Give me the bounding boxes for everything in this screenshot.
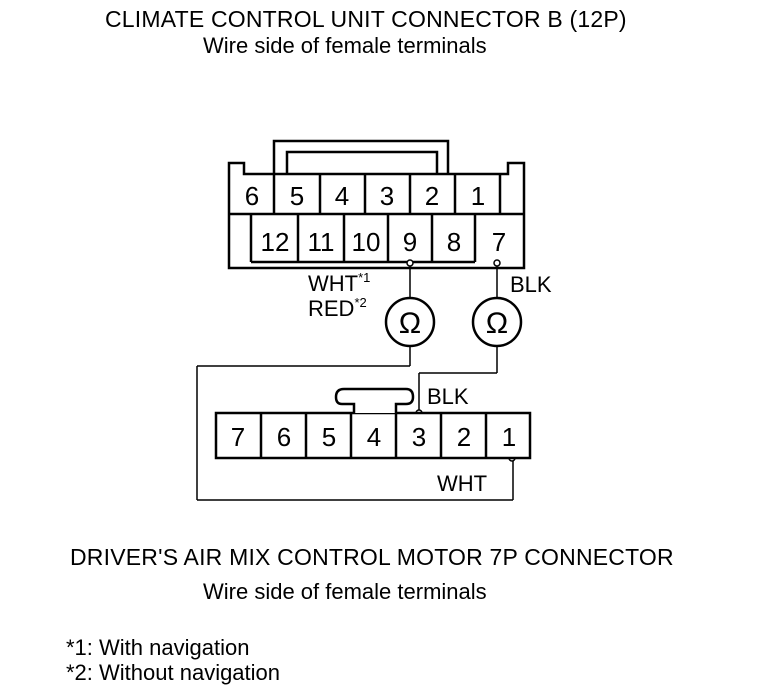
connector-12p-lock-inner	[285, 150, 439, 174]
pin-label: 2	[457, 422, 471, 452]
pin-label: 7	[231, 422, 245, 452]
connector-12p-top-pins: 6 5 4 3 2 1	[245, 181, 485, 211]
pin-label: 5	[322, 422, 336, 452]
pin-label: 7	[492, 227, 506, 257]
ohm-icon: Ω	[486, 307, 508, 340]
ohmmeter-pin7: Ω	[471, 296, 523, 348]
ohmmeter-pin9: Ω	[384, 296, 436, 348]
connector-7p-lock-tab	[334, 387, 415, 413]
wire-color: RED	[308, 296, 355, 321]
pin-label: 11	[308, 227, 335, 257]
pin-label: 12	[261, 227, 290, 257]
wire-label-blk-pin3: BLK	[427, 384, 469, 409]
ohmmeter-circle	[471, 296, 523, 348]
footnote-ref: *2	[354, 295, 367, 310]
connector-7p-pins: 7 6 5 4 3 2 1	[231, 422, 516, 452]
connector-7p-outline	[214, 411, 532, 460]
footnote-2: *2: Without navigation	[66, 660, 281, 685]
air-mix-motor-connector-7p: 7 6 5 4 3 2 1	[214, 387, 532, 460]
bottom-connector-subtitle: Wire side of female terminals	[203, 579, 487, 604]
top-connector-subtitle: Wire side of female terminals	[203, 33, 487, 58]
pin-label: 8	[447, 227, 461, 257]
pin-label: 3	[380, 181, 394, 211]
wire-pin9-terminal-dot	[406, 259, 414, 267]
ohm-icon: Ω	[399, 307, 421, 340]
wire-label-red-pin9: RED*2	[308, 295, 367, 321]
pin-label: 4	[367, 422, 381, 452]
wire-label-wht-pin1: WHT	[437, 471, 488, 496]
connector-12p-bottom-pins: 12 11 10 9 8 7	[261, 227, 507, 257]
pin-label: 3	[412, 422, 426, 452]
connector-7p-cell-dividers	[259, 413, 488, 458]
wire-label-wht-pin9: WHT*1	[308, 270, 371, 296]
pin-label: 4	[335, 181, 349, 211]
pin-label: 1	[502, 422, 516, 452]
wire-color: WHT	[308, 271, 359, 296]
pin-label: 2	[425, 181, 439, 211]
connector-12p-lock-tab	[272, 139, 450, 174]
pin-label: 1	[471, 181, 485, 211]
footnote-ref: *1	[358, 270, 371, 285]
pin-label: 6	[277, 422, 291, 452]
pin-label: 9	[403, 227, 417, 257]
connector-12p-cell-dividers	[249, 174, 502, 264]
pin-label: 5	[290, 181, 304, 211]
bottom-connector-title: DRIVER'S AIR MIX CONTROL MOTOR 7P CONNEC…	[70, 544, 674, 570]
connector-12p-outline	[227, 161, 526, 270]
ohmmeter-circle	[384, 296, 436, 348]
top-connector-title: CLIMATE CONTROL UNIT CONNECTOR B (12P)	[105, 6, 627, 32]
footnote-1: *1: With navigation	[66, 635, 250, 660]
wire-pin7-terminal-dot	[493, 259, 501, 267]
pin-label: 10	[352, 227, 381, 257]
climate-control-connector-12p: 6 5 4 3 2 1 12 11 10 9 8 7	[227, 139, 526, 270]
wire-label-blk-pin7: BLK	[510, 272, 552, 297]
pin-label: 6	[245, 181, 259, 211]
